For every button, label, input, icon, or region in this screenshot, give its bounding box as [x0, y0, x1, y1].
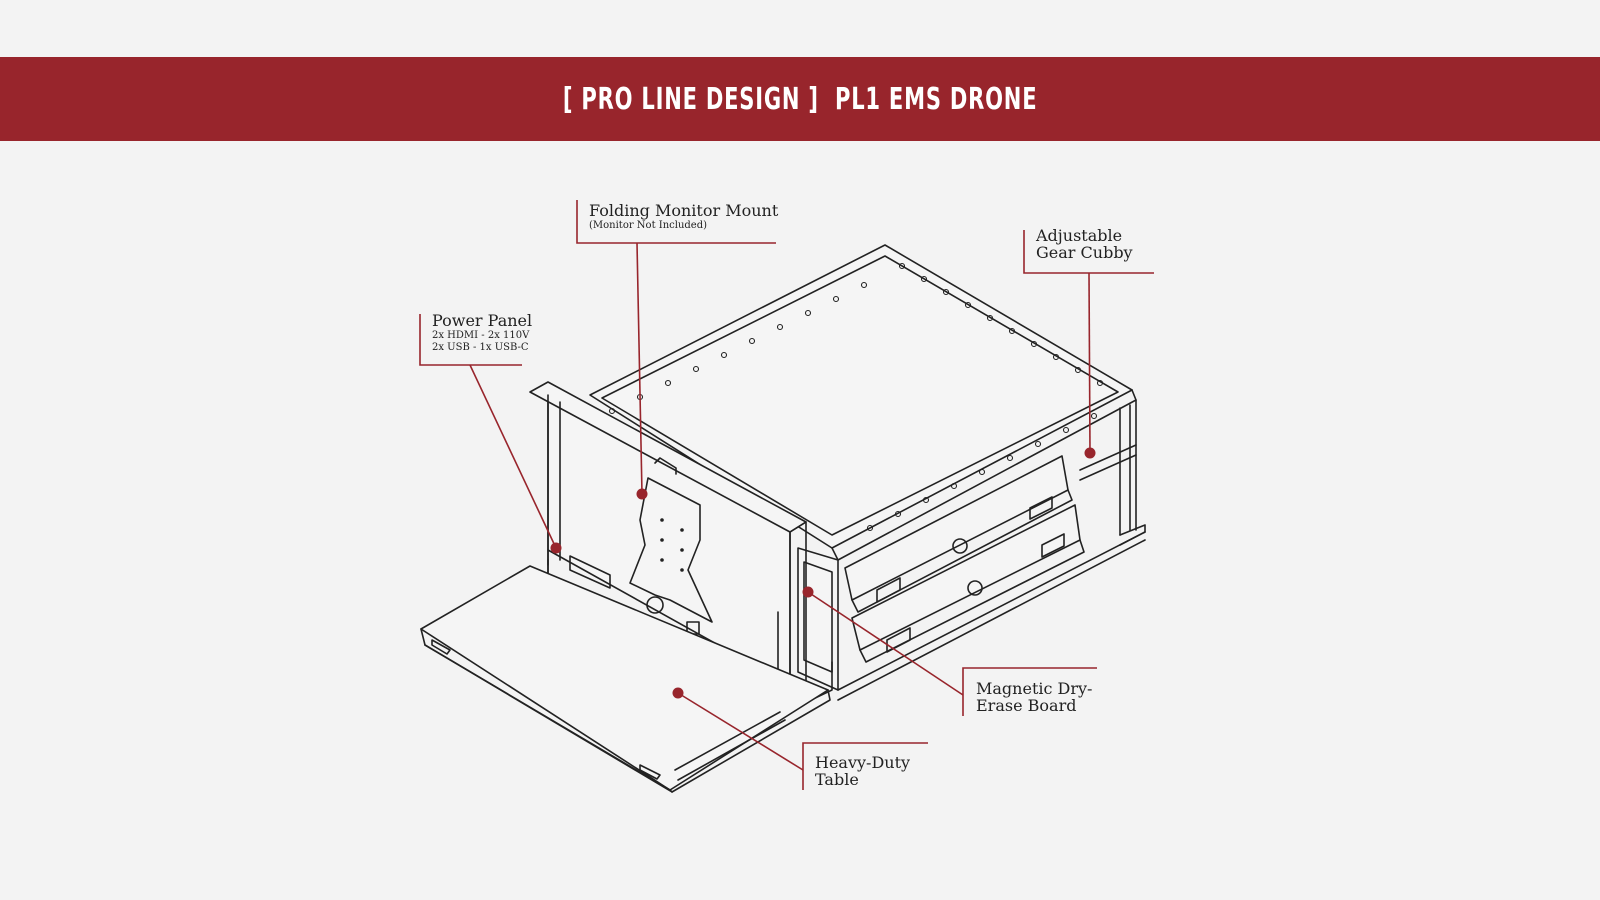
dry-erase-line2: Erase Board [976, 695, 1077, 715]
folding-monitor-mount-title: Folding Monitor Mount [589, 201, 779, 220]
dry-erase-board-label: Magnetic Dry- Erase Board [976, 679, 1093, 715]
dry-erase-line1: Magnetic Dry- [976, 679, 1093, 698]
power-panel-title: Power Panel [432, 311, 533, 330]
bolt-holes [608, 262, 1104, 532]
vesa-holes [660, 518, 684, 572]
folding-monitor-mount-label: Folding Monitor Mount (Monitor Not Inclu… [589, 201, 779, 232]
monitor-mount-dot [636, 488, 648, 500]
callout-dots [550, 447, 1096, 699]
unit-line-art [420, 244, 1146, 793]
gear-cubby-line2: Gear Cubby [1036, 242, 1133, 262]
gear-cubby-line1: Adjustable [1036, 226, 1123, 245]
power-panel-dot [550, 542, 562, 554]
power-panel-label: Power Panel 2x HDMI - 2x 110V 2x USB - 1… [432, 311, 533, 354]
gear-cubby-label: Adjustable Gear Cubby [1036, 226, 1133, 262]
folding-monitor-mount-subtitle: (Monitor Not Included) [589, 219, 708, 231]
power-panel-line1: 2x HDMI - 2x 110V [432, 329, 530, 341]
table-line1: Heavy-Duty [815, 753, 911, 772]
title-banner: [ PRO LINE DESIGN ] PL1 EMS DRONE [0, 57, 1600, 141]
table-dot [672, 687, 684, 699]
callout-leaders [419, 200, 1154, 790]
banner-title: [ PRO LINE DESIGN ] PL1 EMS DRONE [562, 81, 1038, 117]
table-line2: Table [815, 769, 859, 789]
dry-erase-dot [802, 586, 814, 598]
gear-cubby-dot [1084, 447, 1096, 459]
table-label: Heavy-Duty Table [815, 753, 911, 789]
power-panel-line2: 2x USB - 1x USB-C [432, 341, 529, 353]
